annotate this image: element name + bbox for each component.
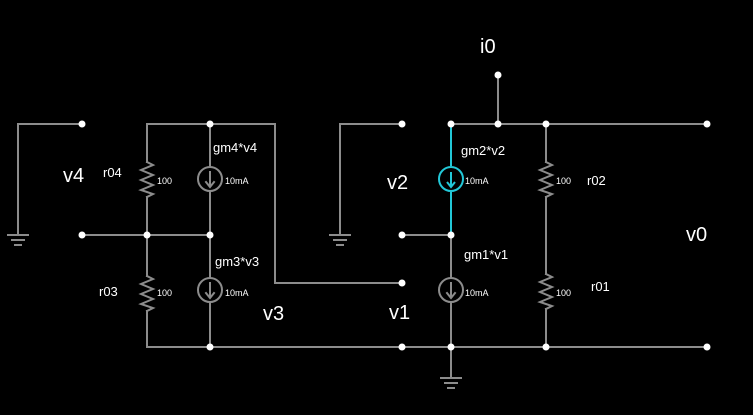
right-stage — [329, 71, 711, 389]
source-gm3-value: 10mA — [225, 288, 249, 298]
ground-icon — [7, 234, 29, 246]
resistor-r04-icon[interactable] — [138, 160, 156, 199]
resistor-r01-name: r01 — [591, 279, 610, 294]
resistor-r01-icon[interactable] — [537, 272, 555, 311]
wire-v2-input — [339, 123, 403, 236]
terminal-v0-top[interactable] — [703, 120, 711, 128]
resistor-r04-value: 100 — [157, 176, 172, 186]
source-gm1-name: gm1*v1 — [464, 247, 508, 262]
resistor-r03-value: 100 — [157, 288, 172, 298]
resistor-r04-name: r04 — [103, 165, 122, 180]
terminal-v4-gnd[interactable] — [78, 231, 86, 239]
current-source-gm4-icon[interactable] — [197, 166, 223, 192]
node-label-v2: v2 — [387, 172, 408, 194]
wire-v4-input — [17, 123, 83, 236]
source-gm2-value: 10mA — [465, 176, 489, 186]
source-gm4-value: 10mA — [225, 176, 249, 186]
resistor-r02-icon[interactable] — [537, 160, 555, 199]
source-gm2-name: gm2*v2 — [461, 143, 505, 158]
ground-icon — [329, 234, 351, 246]
resistor-r02-name: r02 — [587, 173, 606, 188]
wire-top-left — [146, 123, 403, 284]
node-label-i0: i0 — [480, 36, 496, 58]
resistor-r03-icon[interactable] — [138, 274, 156, 313]
node-label-v0: v0 — [686, 224, 707, 246]
ground-icon — [440, 377, 462, 389]
source-gm3-name: gm3*v3 — [215, 254, 259, 269]
node-label-v4: v4 — [63, 165, 84, 187]
resistor-r03-name: r03 — [99, 284, 118, 299]
source-gm4-name: gm4*v4 — [213, 140, 257, 155]
current-source-gm1-icon[interactable] — [438, 277, 464, 303]
terminal-v2-gnd[interactable] — [398, 231, 406, 239]
terminal-v4[interactable] — [78, 120, 86, 128]
source-gm1-value: 10mA — [465, 288, 489, 298]
terminal-i0[interactable] — [494, 71, 502, 79]
current-source-gm2-icon[interactable] — [438, 166, 464, 192]
node-label-v1: v1 — [389, 302, 410, 324]
terminal-v2[interactable] — [398, 120, 406, 128]
resistor-r01-value: 100 — [556, 288, 571, 298]
node-label-v3: v3 — [263, 303, 284, 325]
terminal-v1[interactable] — [398, 279, 406, 287]
terminal-v0-bottom[interactable] — [703, 343, 711, 351]
resistor-r02-value: 100 — [556, 176, 571, 186]
left-stage — [7, 120, 406, 351]
current-source-gm3-icon[interactable] — [197, 277, 223, 303]
